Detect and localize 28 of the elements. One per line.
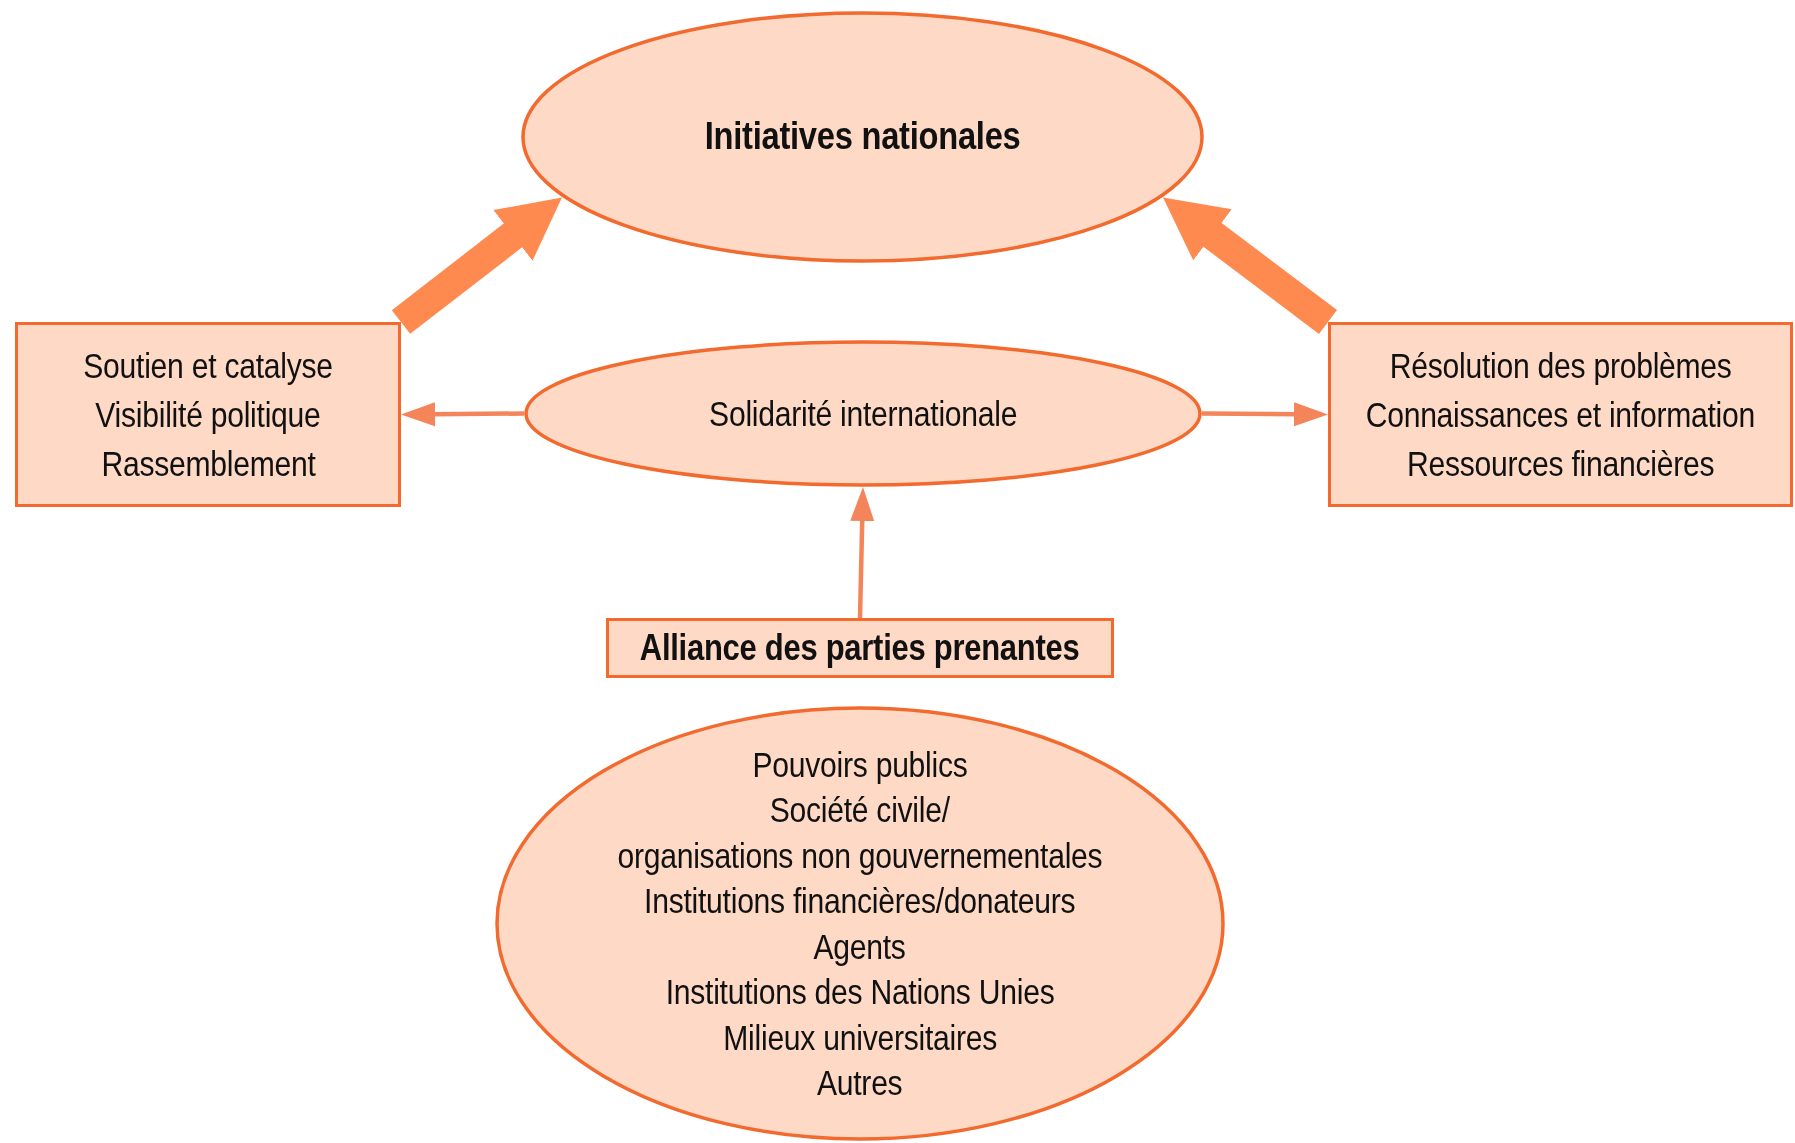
node-text: Connaissances et information [1365, 394, 1756, 436]
node-text: organisations non gouvernementales [617, 834, 1103, 877]
node-text: Solidarité internationale [708, 393, 1018, 435]
ellipse-node [495, 706, 1225, 1141]
ellipse-node [524, 340, 1202, 487]
node-text: Autres [817, 1062, 903, 1104]
node-title: Initiatives nationales [704, 114, 1021, 160]
process-box [1328, 322, 1793, 507]
node-text: Institutions des Nations Unies [665, 971, 1055, 1013]
node-text: Institutions financières/donateurs [644, 880, 1076, 922]
node-text: Ressources financières [1406, 443, 1715, 485]
ellipse-node [521, 11, 1204, 263]
process-box [15, 322, 401, 507]
node-text: Agents [813, 925, 907, 968]
node-text: Résolution des problèmes [1389, 345, 1732, 387]
node-text: Pouvoirs publics [752, 743, 968, 786]
node-text: Milieux universitaires [723, 1016, 997, 1059]
node-title: Alliance des parties prenantes [640, 625, 1080, 670]
arrow [401, 402, 524, 427]
arrow [1202, 402, 1328, 427]
process-box [606, 618, 1114, 678]
thick-arrow [1163, 197, 1338, 334]
node-text: Soutien et catalyse [83, 345, 333, 387]
node-text: Visibilité politique [95, 394, 321, 436]
node-text: Rassemblement [100, 443, 316, 485]
thick-arrow [391, 197, 562, 334]
node-text: Société civile/ [769, 789, 951, 831]
arrow [850, 487, 875, 619]
